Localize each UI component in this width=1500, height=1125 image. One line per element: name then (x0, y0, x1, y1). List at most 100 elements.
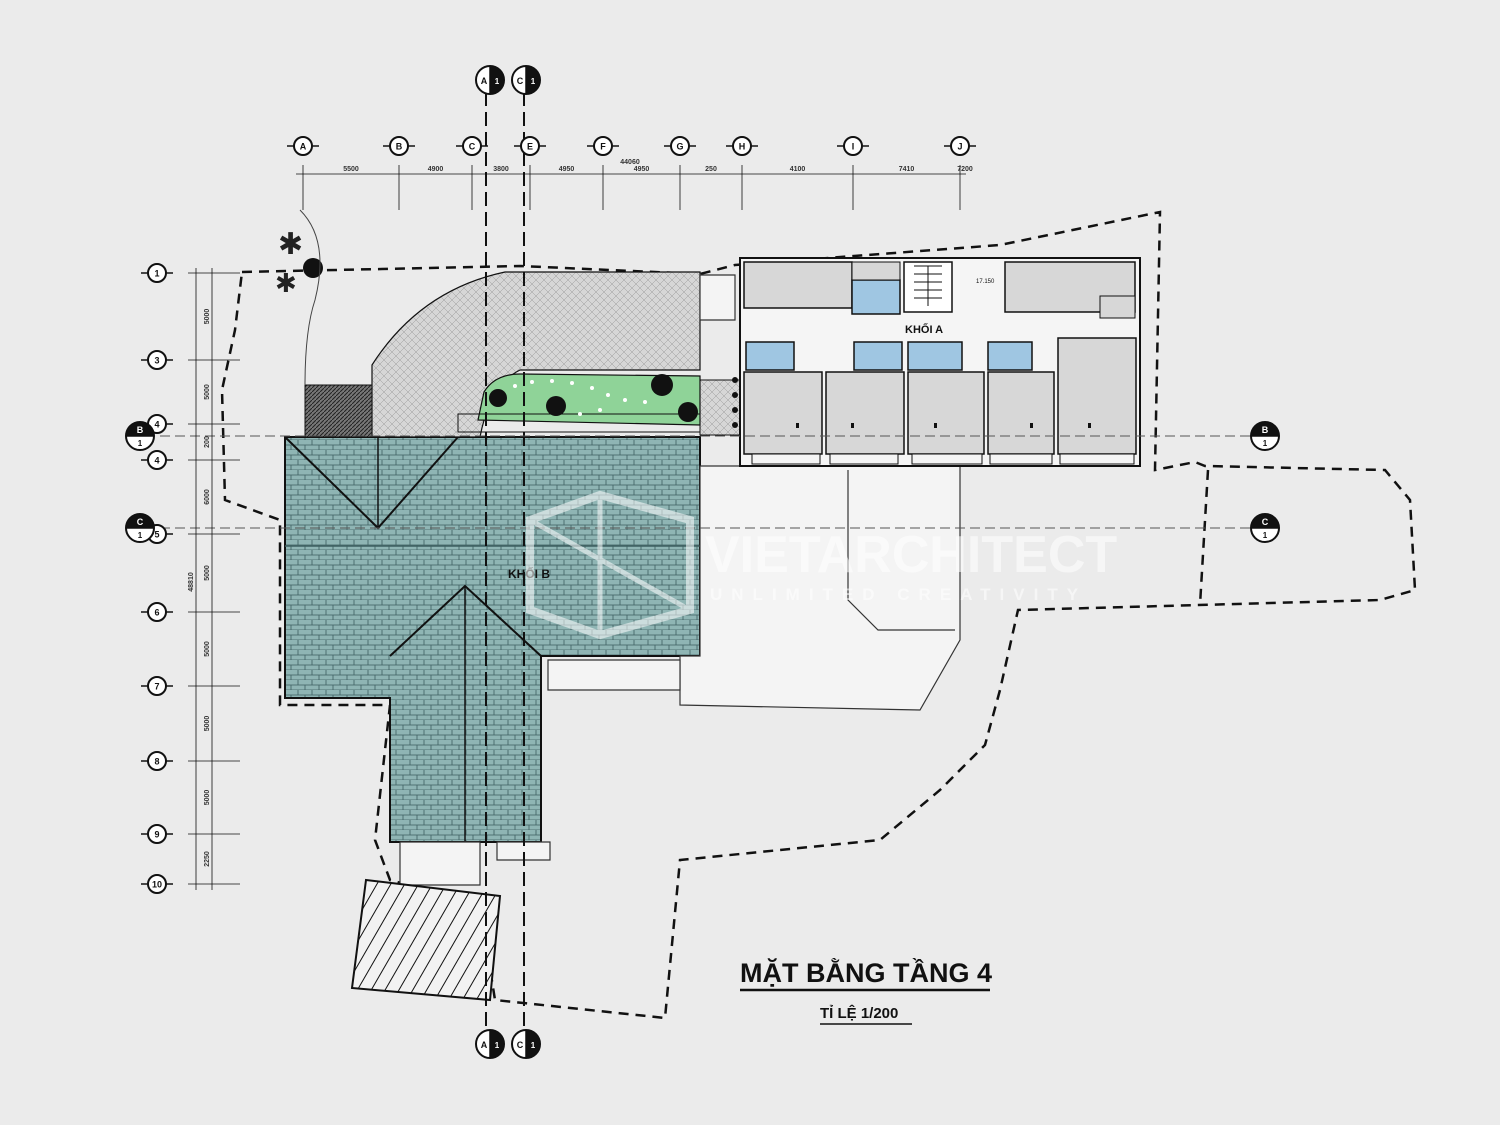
row-dimension: 5000 (204, 716, 211, 732)
section-letter: C (517, 1040, 524, 1050)
axis-label: H (739, 142, 746, 152)
axis-label: E (527, 142, 533, 152)
watermark-brand: VIETARCHITECT (705, 526, 1117, 584)
axis-label: 4 (154, 456, 159, 466)
section-number: 1 (495, 77, 500, 86)
axis-label: G (676, 142, 683, 152)
section-number: 1 (531, 77, 536, 86)
column-dimension: 4100 (790, 166, 806, 173)
row-dimension: 5000 (204, 565, 211, 581)
drawing-scale: TỈ LỆ 1/200 (820, 1004, 898, 1022)
section-number: 1 (495, 1041, 500, 1050)
section-number: 1 (138, 531, 143, 540)
row-grid-axes: 1 3 4 4 5 6 7 8 9 10 48810 5000 5000 200 6000 5000 5000 5… (141, 263, 240, 894)
level-tag: 17.150 (976, 279, 995, 285)
column-dimension: 7410 (899, 166, 915, 173)
tree-icon (678, 402, 698, 422)
column-dimension: 250 (705, 166, 717, 173)
section-number: 1 (1263, 531, 1268, 540)
title-block: MẶT BẰNG TẦNG 4 TỈ LỆ 1/200 (740, 957, 992, 1025)
section-marker-c-right: C1 (1250, 513, 1280, 543)
row-dimension: 5000 (204, 641, 211, 657)
section-marker-b-left: B1 (125, 421, 155, 451)
column-total-dimension: 44060 (620, 159, 640, 166)
column-axis-a: A (287, 136, 319, 156)
axis-label: 4 (154, 420, 159, 430)
column-axis-c: C (456, 136, 488, 156)
section-number: 1 (1263, 439, 1268, 448)
row-axis-10: 10 (141, 874, 173, 894)
tree-icon (651, 374, 673, 396)
axis-label: F (600, 142, 606, 152)
terrace (399, 274, 961, 886)
row-dimension: 5000 (204, 384, 211, 400)
palm-icon: ✱ (278, 228, 303, 261)
section-number: 1 (531, 1041, 536, 1050)
axis-label: 6 (154, 608, 159, 618)
section-letter: A (481, 1040, 488, 1050)
row-dimension: 2250 (204, 851, 211, 867)
column-dimension: 4950 (559, 166, 575, 173)
section-letter: C (517, 76, 524, 86)
section-letter: C (137, 517, 144, 527)
section-letter: B (137, 425, 144, 435)
section-marker-c-left: C1 (125, 513, 155, 543)
axis-label: J (957, 142, 962, 152)
row-axis-4: 4 (141, 450, 173, 470)
column-dimension: 3800 (493, 166, 509, 173)
axis-label: 8 (154, 757, 159, 767)
column-axis-j: J (944, 136, 976, 156)
row-total-dimension: 48810 (188, 572, 195, 592)
watermark-tagline: UNLIMITED CREATIVITY (710, 585, 1087, 604)
row-axis-1: 1 (141, 263, 173, 283)
row-dimension: 5000 (204, 790, 211, 806)
block-a-label: KHỐI A (905, 322, 943, 336)
column-axis-h: H (726, 136, 758, 156)
axis-label: C (469, 142, 476, 152)
axis-label: I (852, 142, 855, 152)
section-number: 1 (138, 439, 143, 448)
row-axis-6: 6 (141, 602, 173, 622)
column-dimension: 4900 (428, 166, 444, 173)
axis-label: A (300, 142, 307, 152)
watermark: VIETARCHITECT UNLIMITED CREATIVITY (526, 490, 1117, 640)
block-b-roof: KHỐI B (284, 436, 701, 843)
row-axis-7: 7 (141, 676, 173, 696)
axis-label: 3 (154, 356, 159, 366)
section-letter: C (1262, 517, 1269, 527)
section-letter: B (1262, 425, 1269, 435)
column-axis-e: E (514, 136, 546, 156)
row-dimension: 5000 (204, 309, 211, 325)
column-axis-g: G (664, 136, 696, 156)
axis-label: 9 (154, 830, 159, 840)
site-boundary (220, 210, 1417, 1020)
column-dimension: 4950 (634, 166, 650, 173)
column-dimension: 7200 (957, 166, 973, 173)
row-dimension: 200 (204, 436, 211, 448)
axis-label: 10 (152, 880, 162, 890)
stair-block (350, 878, 502, 1002)
row-axis-3: 3 (141, 350, 173, 370)
column-axis-b: B (383, 136, 415, 156)
tree-icon (546, 396, 566, 416)
axis-label: 7 (154, 682, 159, 692)
row-axis-8: 8 (141, 751, 173, 771)
column-axis-f: F (587, 136, 619, 156)
axis-label: 5 (154, 530, 159, 540)
section-cut-lines-horizontal (160, 435, 1255, 529)
section-marker-b-right: B1 (1250, 421, 1280, 451)
axis-label: B (396, 142, 403, 152)
row-axis-9: 9 (141, 824, 173, 844)
tree-icon (489, 389, 507, 407)
column-axis-i: I (837, 136, 869, 156)
tree-icon (303, 258, 323, 278)
block-a-plan: 17.150 KHỐI A (732, 257, 1141, 467)
section-letter: A (481, 76, 488, 86)
row-dimension: 6000 (204, 489, 211, 505)
